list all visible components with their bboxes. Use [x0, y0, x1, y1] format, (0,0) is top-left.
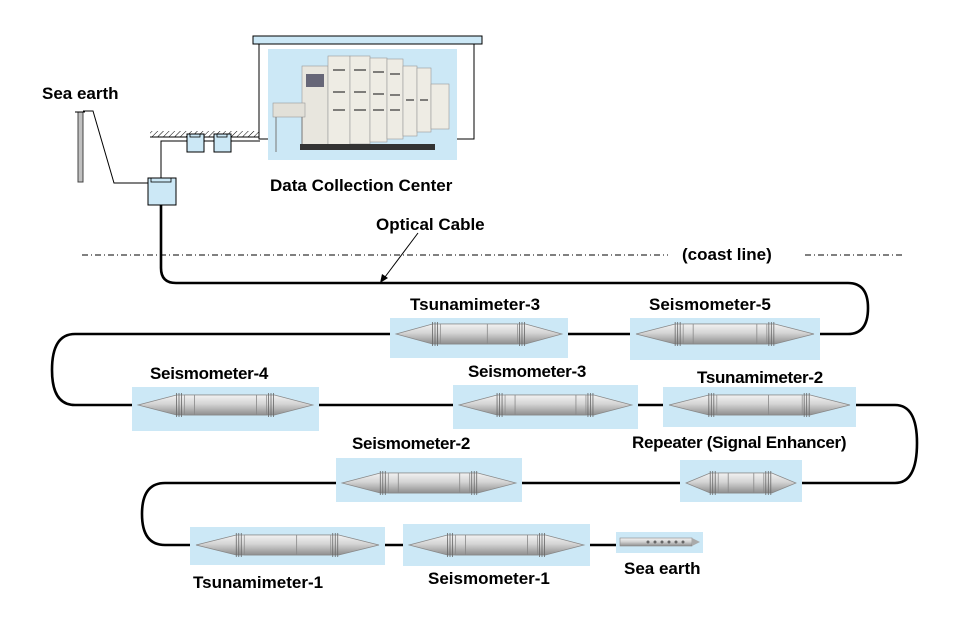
seismometer-3-label: Seismometer-3: [468, 362, 586, 381]
tsunamimeter-1-label: Tsunamimeter-1: [193, 573, 324, 592]
tsunamimeter-3-unit: [390, 318, 568, 358]
repeater-label: Repeater (Signal Enhancer): [632, 433, 847, 452]
repeater-unit: [680, 460, 802, 502]
ground-surface: [150, 131, 260, 178]
sea-earth-electrode: [616, 532, 703, 553]
optical-cable-pointer: [380, 232, 419, 283]
data-collection-center-building: [252, 35, 483, 160]
tsunamimeter-2-label: Tsunamimeter-2: [697, 368, 823, 387]
data-collection-center-label: Data Collection Center: [270, 176, 453, 195]
seismometer-1-unit: [403, 524, 590, 566]
seismometer-4-unit: [132, 387, 319, 431]
tsunamimeter-3-label: Tsunamimeter-3: [410, 295, 541, 314]
equipment-racks-icon: [272, 55, 450, 152]
seismometer-4-label: Seismometer-4: [150, 364, 268, 383]
seismometer-3-unit: [453, 385, 638, 429]
seismometer-1-label: Seismometer-1: [428, 569, 550, 588]
seismometer-2-label: Seismometer-2: [352, 434, 470, 453]
optical-cable: [50, 205, 919, 547]
seismometer-2-unit: [336, 458, 522, 502]
tsunamimeter-1-unit: [190, 527, 385, 565]
land-sea-earth-label: Sea earth: [42, 84, 119, 103]
coast-line-label: (coast line): [682, 245, 772, 264]
tsunamimeter-2-unit: [663, 387, 856, 427]
seismometer-5-unit: [630, 318, 820, 360]
optical-cable-label: Optical Cable: [376, 215, 485, 234]
seismometer-5-label: Seismometer-5: [649, 295, 771, 314]
land-sea-earth-rod: [75, 110, 148, 184]
sea-earth-sea-label: Sea earth: [624, 559, 701, 578]
landing-junction-box: [147, 177, 177, 206]
